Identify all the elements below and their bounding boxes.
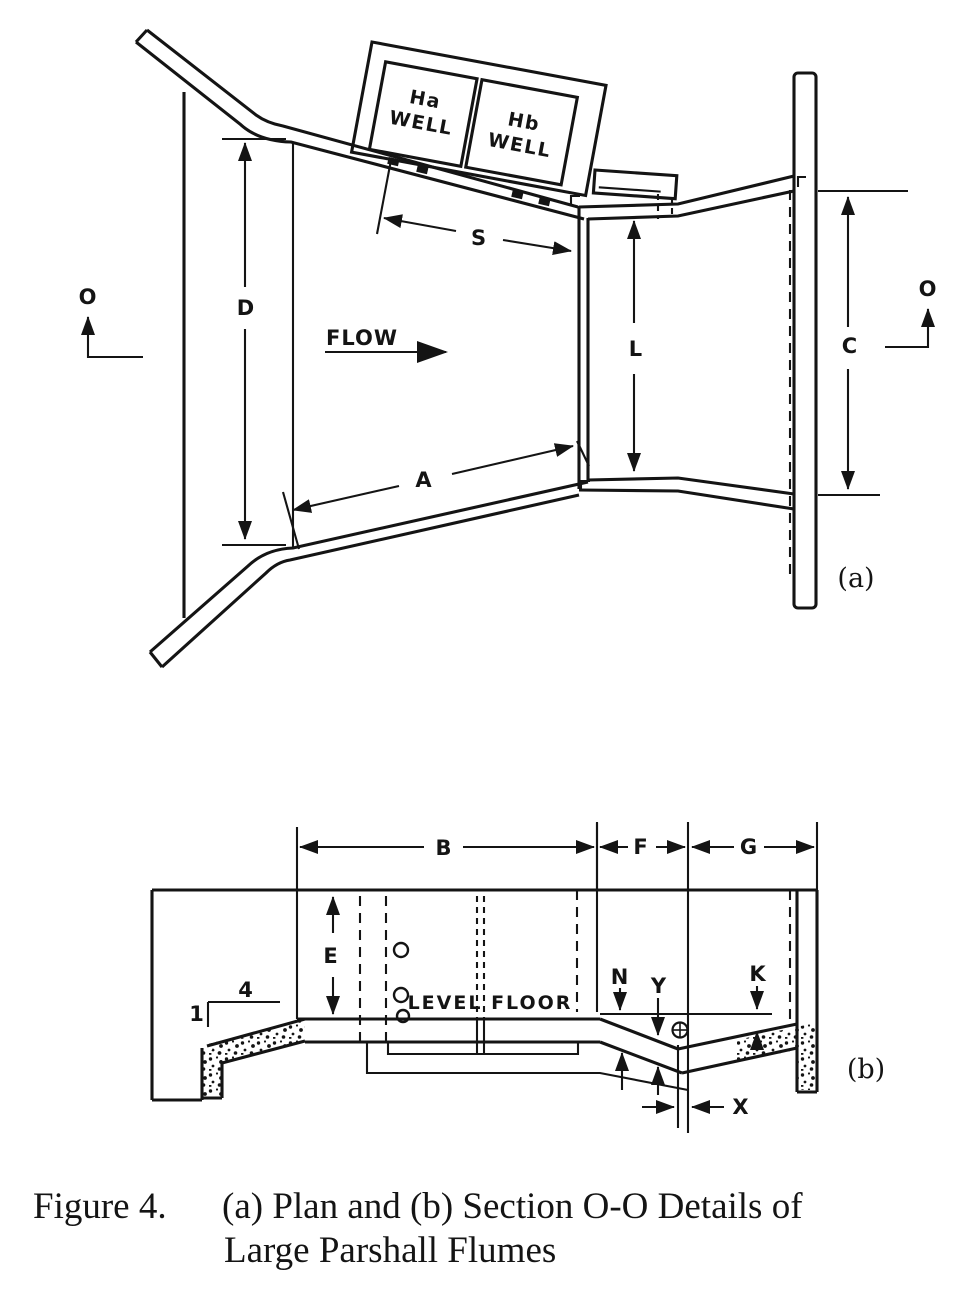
plan-bottom-wall-outer-line	[160, 493, 580, 669]
dim-G-label: G	[740, 835, 758, 859]
figure-caption: Figure 4. (a) Plan and (b) Section O-O D…	[33, 1186, 803, 1271]
dim-E-label: E	[323, 944, 338, 968]
slope-rise-label: 1	[189, 1002, 205, 1026]
section-O-right-label: O	[919, 277, 938, 301]
dim-X-label: X	[732, 1095, 749, 1119]
section-marker-left: O	[79, 285, 143, 359]
stilling-well-assembly: Ha WELL Hb WELL	[349, 40, 608, 198]
diverging-floor-slope-up	[677, 1022, 798, 1051]
plan-bottom-wall-inner-line	[148, 480, 589, 654]
dim-F-label: F	[633, 835, 648, 859]
apron-concrete-stipple	[208, 1019, 305, 1063]
dim-D-label: D	[237, 296, 255, 320]
plan-throat-diverging-bottom-outer	[578, 488, 795, 511]
plan-bottom-wing-end-cap	[148, 651, 164, 668]
hb-tap-conduit	[591, 168, 679, 201]
dim-L-label: L	[629, 337, 643, 361]
section-marker-right: O	[885, 277, 938, 349]
apron-top-surface-line	[206, 1017, 306, 1048]
dim-A-line-right	[451, 443, 574, 476]
pressure-tap-marks	[387, 156, 551, 207]
throat-slab-bottom-down	[599, 1040, 683, 1075]
caption-prefix: Figure 4.	[33, 1186, 167, 1227]
crest-top-bracket	[569, 194, 580, 205]
piezometer-port-2	[392, 986, 410, 1004]
hb-tap-box	[591, 168, 679, 201]
plan-top-wall-inner-line	[135, 40, 585, 221]
dim-S-label: S	[471, 226, 487, 250]
plan-top-wing-end-cap	[134, 28, 149, 44]
dim-C-label: C	[842, 334, 858, 358]
crest-bottom-bracket	[579, 479, 590, 490]
dim-S-line-right	[502, 238, 572, 256]
caption-line1: (a) Plan and (b) Section O-O Details of	[222, 1186, 803, 1227]
dim-K-label: K	[749, 962, 766, 986]
plan-throat-diverging-top-outer	[578, 174, 795, 209]
diverging-slab-bottom-up	[681, 1046, 798, 1075]
flow-label: FLOW	[326, 326, 398, 350]
hb-well-label-line2: WELL	[486, 129, 553, 162]
plan-end-sill-bar	[792, 71, 818, 610]
hb-well-box	[463, 77, 580, 187]
dim-S-ext-slant	[375, 159, 393, 235]
well-outer-box	[349, 40, 608, 198]
left-cutoff-concrete-stipple	[203, 1050, 222, 1098]
tap-mark-4	[538, 196, 551, 207]
level-floor-label: LEVEL FLOOR	[408, 992, 573, 1014]
ha-well-label-line1: Ha	[408, 86, 443, 113]
plan-top-wall-outer-line	[146, 28, 579, 209]
section-sublabel: (b)	[847, 1054, 885, 1085]
dim-A-line-left	[292, 484, 400, 513]
dim-A-label: A	[415, 468, 432, 492]
tap-mark-3	[511, 189, 524, 200]
section-O-left-label: O	[79, 285, 98, 309]
piezometer-port-1	[392, 941, 410, 959]
piezometer-port-3	[395, 1008, 411, 1024]
plan-throat-diverging-bottom-inner	[587, 476, 795, 496]
ha-well-label-line2: WELL	[387, 107, 454, 140]
hb-zero-reference-point	[671, 1021, 689, 1039]
dim-A-ext-left-slant	[281, 491, 301, 550]
section-view: 4 1 B F G E LEVEL FLOOR N Y K	[150, 822, 885, 1133]
plan-view: Ha WELL Hb WELL FLOW D	[79, 28, 938, 669]
plan-sublabel: (a)	[837, 563, 874, 594]
plan-throat-diverging-top-inner	[587, 189, 795, 221]
slope-run-label: 4	[238, 978, 254, 1002]
underfloor-outer-box	[365, 1042, 689, 1092]
section-O-left-arrow	[81, 316, 143, 359]
dim-S-line-left	[383, 214, 457, 233]
dim-A-ext-right-slant	[576, 440, 590, 467]
hb-well-label-line1: Hb	[506, 108, 542, 136]
hb-tap-box-inner-line	[598, 186, 661, 193]
dim-B-label: B	[435, 836, 452, 860]
tap-mark-2	[416, 164, 429, 175]
end-sill-bracket	[796, 175, 806, 187]
dim-N-label: N	[611, 965, 630, 989]
caption-line2: Large Parshall Flumes	[224, 1230, 556, 1271]
dim-Y-label: Y	[650, 974, 667, 998]
apron-underside-line	[221, 1039, 306, 1065]
section-O-right-arrow	[885, 308, 935, 349]
throat-floor-slope-down	[599, 1017, 679, 1051]
ha-well-box	[367, 60, 479, 169]
